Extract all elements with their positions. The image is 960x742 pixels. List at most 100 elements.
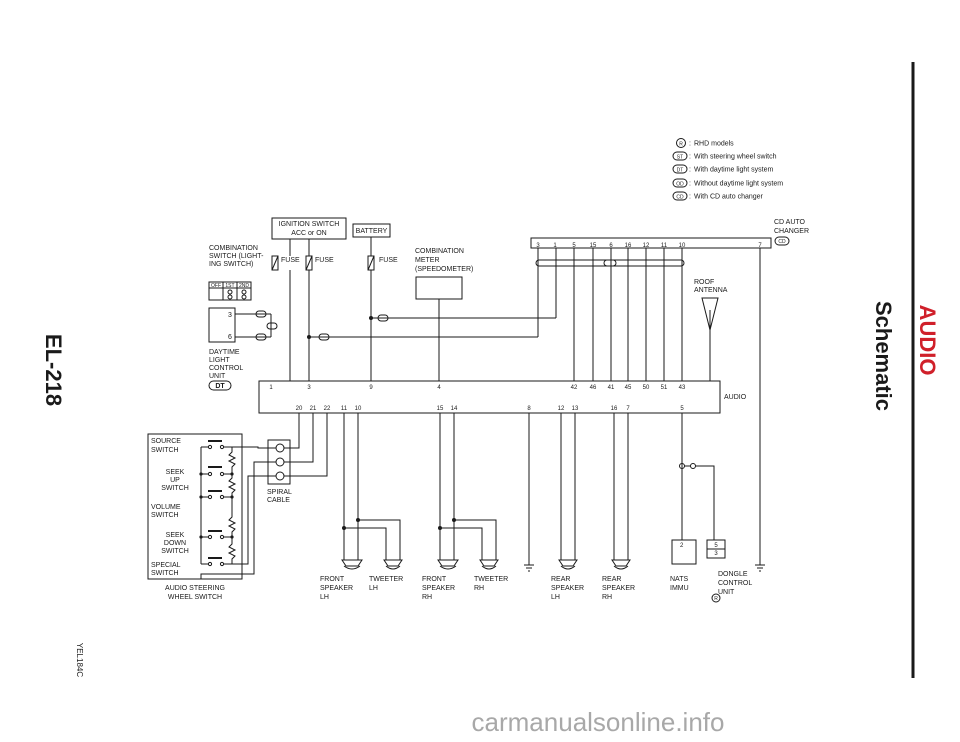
legend-text: With daytime light system bbox=[694, 167, 774, 174]
watermark: carmanualsonline.info bbox=[472, 707, 725, 737]
speaker-labels: FRONT SPEAKER LH TWEETER LH FRONT SPEAKE… bbox=[320, 576, 635, 601]
resistor bbox=[227, 474, 237, 497]
pin-label: 6 bbox=[609, 243, 613, 249]
dongle-label: CONTROL bbox=[718, 580, 752, 587]
pin-label: 10 bbox=[355, 406, 362, 412]
contact bbox=[219, 494, 225, 500]
spiral-contact bbox=[275, 443, 285, 453]
dongle-label: UNIT bbox=[718, 589, 735, 596]
cd-option-tag bbox=[603, 259, 617, 267]
pin-label: 45 bbox=[625, 385, 632, 391]
switch-label: SWITCH bbox=[151, 447, 179, 454]
legend-code-badge bbox=[672, 151, 688, 161]
speaker-label: TWEETER bbox=[369, 576, 403, 583]
junction-open bbox=[690, 463, 696, 469]
legend-colon: : bbox=[689, 141, 691, 148]
switch-contacts bbox=[199, 440, 237, 567]
fuse-label: FUSE bbox=[379, 257, 398, 264]
junction-dot bbox=[307, 335, 311, 339]
switch-label: DOWN bbox=[164, 540, 186, 547]
combination-meter-label: METER bbox=[415, 257, 440, 264]
speaker-label: FRONT bbox=[422, 576, 447, 583]
roof-antenna-label: ROOF bbox=[694, 279, 714, 286]
contact bbox=[207, 494, 213, 500]
daytime-unit-label: DAYTIME bbox=[209, 349, 240, 356]
position-off: OFF bbox=[211, 283, 221, 289]
spiral-cable: SPIRAL CABLE bbox=[200, 413, 328, 579]
front-speaker-lh-icon bbox=[341, 559, 363, 570]
daytime-unit-label: CONTROL bbox=[209, 365, 243, 372]
fuse-label: FUSE bbox=[315, 257, 334, 264]
wire bbox=[232, 475, 276, 565]
legend-colon: : bbox=[689, 167, 691, 174]
wire bbox=[284, 413, 300, 449]
pin-label: 1 bbox=[269, 385, 273, 391]
switch-label: UP bbox=[170, 477, 180, 484]
pin-label: 20 bbox=[296, 406, 303, 412]
contact bbox=[219, 561, 225, 567]
roof-antenna-label: ANTENNA bbox=[694, 287, 728, 294]
legend-item: OD : Without daytime light system bbox=[672, 178, 783, 188]
legend-item: DT : With daytime light system bbox=[672, 164, 774, 174]
dt-tag bbox=[208, 380, 232, 391]
speaker-label: LH bbox=[369, 585, 378, 592]
switch-label: SWITCH bbox=[151, 512, 179, 519]
legend-text: With steering wheel switch bbox=[694, 154, 777, 161]
switch-label: SWITCH bbox=[161, 485, 189, 492]
steering-switch-box bbox=[147, 433, 243, 580]
steering-switch-title: WHEEL SWITCH bbox=[168, 594, 222, 601]
switch-label: SOURCE bbox=[151, 438, 181, 445]
legend-colon: : bbox=[689, 194, 691, 201]
option-tag bbox=[318, 333, 330, 341]
legend-code-badge bbox=[672, 191, 688, 201]
junction-dot bbox=[199, 472, 203, 476]
pin-label: 12 bbox=[643, 243, 650, 249]
pin-label: 3 bbox=[307, 385, 311, 391]
fuse-link bbox=[305, 255, 313, 271]
speaker-label: SPEAKER bbox=[602, 585, 635, 592]
contact bbox=[219, 444, 225, 450]
fuse-symbol bbox=[271, 255, 279, 271]
tweeter-rh-icon bbox=[479, 559, 499, 570]
contact-dot bbox=[227, 289, 233, 295]
switch-label: SEEK bbox=[166, 469, 185, 476]
contact bbox=[207, 561, 213, 567]
legend-item: ST : With steering wheel switch bbox=[672, 151, 777, 161]
pin-label: 7 bbox=[626, 406, 630, 412]
pin-label: 43 bbox=[679, 385, 686, 391]
junction-dot bbox=[230, 535, 234, 539]
legend: R : RHD models ST : With steering wheel … bbox=[672, 138, 783, 201]
legend-item: CD : With CD auto changer bbox=[672, 191, 764, 201]
pin-label: 13 bbox=[572, 406, 579, 412]
junction-dot bbox=[369, 316, 373, 320]
fuse-link bbox=[367, 255, 375, 271]
section-title: AUDIO bbox=[915, 305, 940, 376]
combination-switch-label: SWITCH (LIGHT- bbox=[209, 253, 264, 260]
speaker-label: FRONT bbox=[320, 576, 345, 583]
pin-label: 46 bbox=[590, 385, 597, 391]
pin-label: 16 bbox=[611, 406, 618, 412]
speaker-label: LH bbox=[551, 594, 560, 601]
pin-label: 11 bbox=[661, 243, 668, 249]
legend-code-badge bbox=[672, 178, 688, 188]
legend-code-badge bbox=[672, 164, 688, 174]
switch-label: SWITCH bbox=[161, 548, 189, 555]
audio-unit: AUDIO 1 3 9 4 42 46 41 45 50 51 43 20 21… bbox=[258, 380, 747, 414]
contact-dot bbox=[241, 289, 247, 295]
junction-dot bbox=[438, 526, 442, 530]
pin-label: 14 bbox=[451, 406, 458, 412]
junction-dot bbox=[452, 518, 456, 522]
wire bbox=[284, 413, 328, 477]
pin-label: 42 bbox=[571, 385, 578, 391]
spiral-cable-label: SPIRAL bbox=[267, 489, 292, 496]
speaker-label: REAR bbox=[551, 576, 570, 583]
pin-label: 21 bbox=[310, 406, 317, 412]
junction-dot bbox=[342, 526, 346, 530]
combination-meter-label: COMBINATION bbox=[415, 248, 464, 255]
legend-code: OD bbox=[676, 182, 684, 188]
contact-dot bbox=[241, 294, 247, 300]
switch-position-table bbox=[208, 281, 252, 301]
switch-label: VOLUME bbox=[151, 504, 181, 511]
resistor bbox=[227, 537, 237, 564]
speaker-label: SPEAKER bbox=[551, 585, 584, 592]
